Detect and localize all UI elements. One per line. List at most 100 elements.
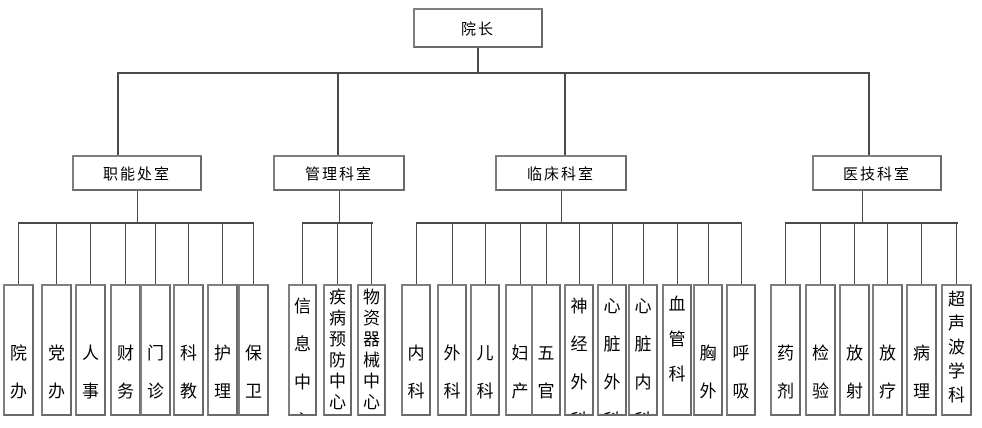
leaf-box: 检验 <box>805 284 836 416</box>
leaf-box: 放射 <box>839 284 870 416</box>
leaf-box-label: 保卫 <box>245 344 262 402</box>
connector-line <box>117 72 870 74</box>
group-box-label: 职能处室 <box>102 164 171 183</box>
connector-line <box>887 224 888 284</box>
leaf-box: 儿科 <box>470 284 500 416</box>
leaf-box: 院办 <box>3 284 34 416</box>
connector-line <box>188 224 189 284</box>
leaf-box-label: 血管科 <box>668 295 686 385</box>
connector-line <box>90 224 91 284</box>
leaf-box-label: 病理 <box>913 344 930 402</box>
leaf-box-label: 外科 <box>443 344 461 402</box>
group-box: 临床科室 <box>495 155 627 191</box>
leaf-box-label: 超声波学科 <box>948 290 965 406</box>
group-box: 管理科室 <box>273 155 405 191</box>
connector-line <box>612 224 613 284</box>
leaf-box: 门诊 <box>140 284 171 416</box>
leaf-box: 外科 <box>437 284 467 416</box>
connector-line <box>485 224 486 284</box>
connector-line <box>253 224 254 284</box>
leaf-box-label: 胸外 <box>699 344 717 402</box>
group-box: 职能处室 <box>72 155 202 191</box>
connector-line <box>477 48 479 72</box>
group-box-label: 临床科室 <box>526 164 595 183</box>
connector-line <box>785 224 786 284</box>
leaf-box: 心脏外科 <box>597 284 627 416</box>
connector-line <box>643 224 644 284</box>
leaf-box-label: 心脏内科 <box>634 297 652 414</box>
leaf-box: 放疗 <box>872 284 903 416</box>
leaf-box-label: 心脏外科 <box>603 297 621 414</box>
leaf-box: 物资器械中心 <box>357 284 386 416</box>
leaf-box-label: 妇产 <box>511 344 529 402</box>
leaf-box: 超声波学科 <box>941 284 972 416</box>
connector-line <box>302 222 373 224</box>
leaf-box-label: 财务 <box>117 344 134 402</box>
connector-line <box>18 222 254 224</box>
leaf-box: 内科 <box>401 284 431 416</box>
leaf-box: 五官 <box>531 284 561 416</box>
connector-line <box>337 72 339 155</box>
leaf-box-label: 疾病预防中心 <box>329 288 346 413</box>
leaf-box-label: 药剂 <box>777 344 794 402</box>
connector-line <box>56 224 57 284</box>
leaf-box: 胸外 <box>693 284 723 416</box>
leaf-box: 疾病预防中心 <box>323 284 352 416</box>
leaf-box: 血管科 <box>662 284 692 416</box>
leaf-box: 神经外科 <box>564 284 594 416</box>
connector-line <box>155 224 156 284</box>
connector-line <box>561 191 562 222</box>
leaf-box: 党办 <box>41 284 72 416</box>
connector-line <box>117 72 119 155</box>
connector-line <box>677 224 678 284</box>
leaf-box-label: 内科 <box>407 344 425 402</box>
leaf-box: 护理 <box>207 284 238 416</box>
root-box-label: 院长 <box>460 19 495 38</box>
leaf-box: 心脏内科 <box>628 284 658 416</box>
leaf-box: 信息中心 <box>288 284 317 416</box>
connector-line <box>546 224 547 284</box>
leaf-box-label: 人事 <box>82 344 99 402</box>
connector-line <box>741 224 742 284</box>
group-box-label: 医技科室 <box>842 164 911 183</box>
leaf-box-label: 科教 <box>180 344 197 402</box>
leaf-box: 药剂 <box>770 284 801 416</box>
leaf-box-label: 党办 <box>48 344 65 402</box>
connector-line <box>854 224 855 284</box>
leaf-box: 呼吸 <box>726 284 756 416</box>
connector-line <box>579 224 580 284</box>
leaf-box-label: 信息中心 <box>294 297 311 414</box>
leaf-box-label: 五官 <box>537 344 555 402</box>
leaf-box: 财务 <box>110 284 141 416</box>
connector-line <box>18 224 19 284</box>
connector-line <box>956 224 957 284</box>
connector-line <box>921 224 922 284</box>
connector-line <box>371 224 372 284</box>
leaf-box-label: 院办 <box>10 344 27 402</box>
leaf-box-label: 呼吸 <box>732 344 750 402</box>
connector-line <box>520 224 521 284</box>
connector-line <box>339 191 340 222</box>
connector-line <box>416 222 742 224</box>
leaf-box-label: 神经外科 <box>570 297 588 414</box>
connector-line <box>452 224 453 284</box>
connector-line <box>222 224 223 284</box>
leaf-box-label: 儿科 <box>476 344 494 402</box>
leaf-box: 保卫 <box>238 284 269 416</box>
leaf-box-label: 门诊 <box>147 344 164 402</box>
connector-line <box>125 224 126 284</box>
group-box-label: 管理科室 <box>304 164 373 183</box>
group-box: 医技科室 <box>812 155 942 191</box>
connector-line <box>862 191 863 222</box>
connector-line <box>820 224 821 284</box>
leaf-box-label: 物资器械中心 <box>363 288 380 413</box>
leaf-box-label: 护理 <box>214 344 231 402</box>
leaf-box-label: 放疗 <box>879 344 896 402</box>
leaf-box: 病理 <box>906 284 937 416</box>
leaf-box: 科教 <box>173 284 204 416</box>
leaf-box-label: 检验 <box>812 344 829 402</box>
connector-line <box>708 224 709 284</box>
leaf-box: 人事 <box>75 284 106 416</box>
connector-line <box>785 222 958 224</box>
